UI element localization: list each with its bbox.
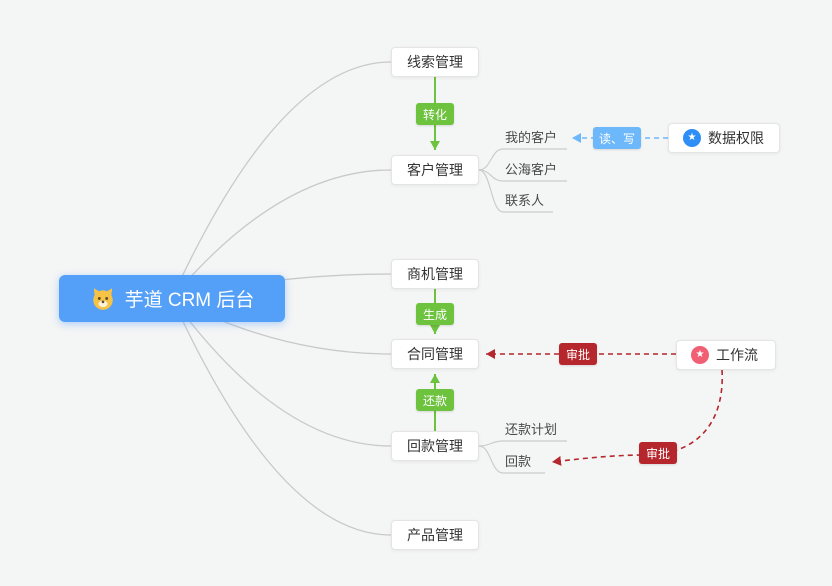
root-node-label: 芋道 CRM 后台 xyxy=(124,290,255,311)
child-node-repayment-plan: 还款计划 xyxy=(505,422,558,437)
edge-label-repay: 还款 xyxy=(416,389,454,411)
edge-label-read-write: 读、写 xyxy=(593,127,641,149)
curve-root-clue xyxy=(171,61,392,299)
child-node-my-customers: 我的客户 xyxy=(505,130,558,145)
node-customer-management: 客户管理 xyxy=(391,155,479,185)
curve-root-receivable xyxy=(171,297,392,447)
child-node-public-sea: 公海客户 xyxy=(505,162,558,177)
node-clue-management: 线索管理 xyxy=(391,47,479,77)
bracket-receivable-plan xyxy=(478,440,567,447)
node-product-management: 产品管理 xyxy=(391,520,479,550)
edge-label-convert: 转化 xyxy=(416,103,454,125)
node-opportunity-management: 商机管理 xyxy=(391,259,479,289)
dog-icon xyxy=(90,286,116,312)
receivable-approve-arrow xyxy=(551,369,723,466)
curve-root-product xyxy=(171,297,392,536)
bracket-customer-mine xyxy=(478,148,567,171)
data-permission-label: 数据权限 xyxy=(708,130,764,146)
node-contract-management: 合同管理 xyxy=(391,339,479,369)
node-receivable-management: 回款管理 xyxy=(391,431,479,461)
bracket-receivable-payment xyxy=(478,445,545,474)
curve-root-customer xyxy=(171,169,392,299)
child-node-payment: 回款 xyxy=(505,454,532,469)
bracket-customer-public-sea xyxy=(478,169,567,182)
node-data-permission: ★ 数据权限 xyxy=(668,123,780,153)
star-icon: ★ xyxy=(683,129,701,147)
edge-label-approve-receivable: 审批 xyxy=(639,442,677,464)
workflow-label: 工作流 xyxy=(716,347,758,363)
edge-label-generate: 生成 xyxy=(416,303,454,325)
child-node-contacts: 联系人 xyxy=(505,193,545,208)
node-workflow: ★ 工作流 xyxy=(676,340,776,370)
edge-label-approve-contract: 审批 xyxy=(559,343,597,365)
bracket-customer-contact xyxy=(478,169,553,213)
root-node: 芋道 CRM 后台 xyxy=(59,275,285,322)
child-bracket-lines xyxy=(478,148,567,474)
star-icon: ★ xyxy=(691,346,709,364)
